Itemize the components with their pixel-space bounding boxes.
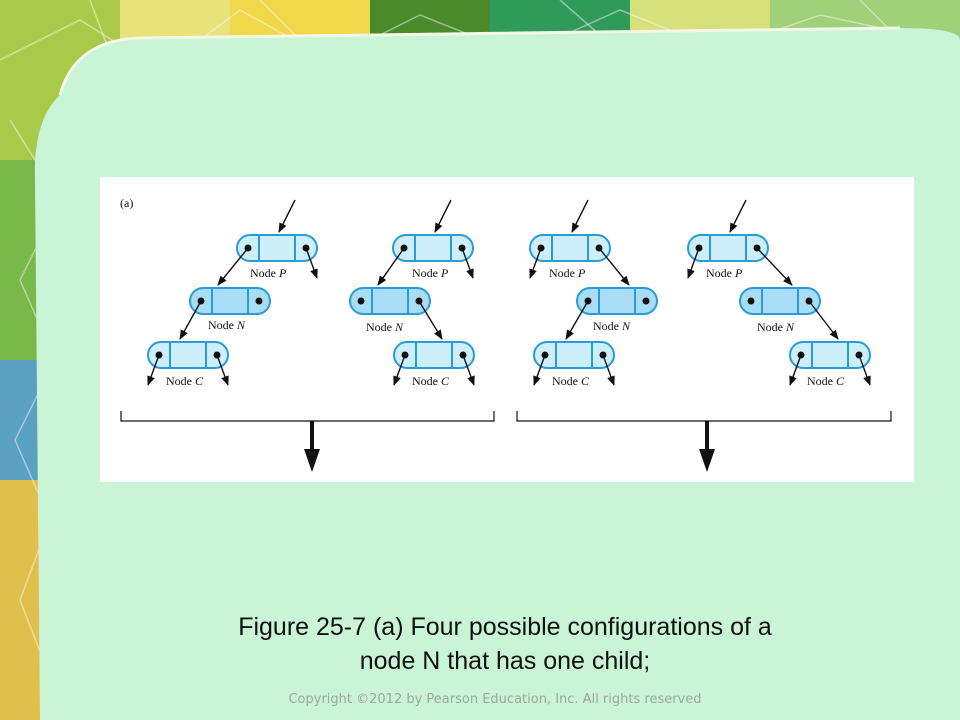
pointer-arrow (377, 247, 405, 286)
bracket-right (516, 411, 892, 422)
node-label-n: Node N (593, 319, 631, 333)
figure-caption-line-1: Figure 25-7 (a) Four possible configurat… (238, 613, 772, 641)
node-c (533, 341, 615, 369)
pointer-arrow (217, 247, 249, 286)
pointer-arrow (533, 354, 546, 386)
node-n (349, 287, 431, 315)
pointer-arrow (808, 300, 839, 340)
pointer-arrow (858, 354, 871, 386)
pointer-arrow (461, 247, 474, 279)
pointer-arrow (179, 300, 202, 340)
node-label-c: Node C (412, 374, 450, 388)
node-label-c: Node C (807, 374, 845, 388)
node-label-n: Node N (208, 318, 246, 332)
node-n (576, 287, 658, 315)
down-arrow-right (699, 421, 715, 472)
pointer-arrow (789, 354, 802, 386)
node-label-n: Node N (366, 320, 404, 334)
node-p (236, 234, 318, 262)
node-p (392, 234, 474, 262)
pointer-arrow (729, 199, 747, 233)
node-label-c: Node C (552, 374, 590, 388)
node-label-n: Node N (757, 320, 795, 334)
pointer-arrow (418, 300, 443, 340)
pointer-arrow (305, 247, 318, 279)
pointer-arrow (147, 354, 160, 386)
pointer-arrow (434, 199, 452, 233)
pointer-arrow (756, 247, 793, 286)
pointer-arrow (687, 247, 700, 279)
figure-image: (a) Node P Node N Node C Node P Node N Node C… (100, 177, 914, 482)
node-p (687, 234, 769, 262)
node-label-p: Node P (706, 266, 743, 280)
node-label-p: Node P (250, 266, 287, 280)
pointer-arrow (602, 354, 615, 386)
bracket-left (120, 411, 495, 422)
pointer-arrow (571, 199, 589, 233)
node-p (529, 234, 611, 262)
node-c (147, 341, 229, 369)
panel-label: (a) (120, 196, 133, 210)
tree-configurations-diagram: (a) Node P Node N Node C Node P Node N Node C… (120, 196, 892, 472)
pointer-arrow (278, 199, 296, 233)
node-n (189, 287, 271, 315)
node-c (393, 341, 475, 369)
down-arrow-left (304, 421, 320, 472)
pointer-arrow (462, 354, 475, 386)
pointer-arrow (216, 354, 229, 386)
pointer-arrow (529, 247, 542, 279)
node-n (739, 287, 821, 315)
node-label-p: Node P (412, 266, 449, 280)
node-label-c: Node C (166, 374, 204, 388)
pointer-arrow (393, 354, 406, 386)
node-c (789, 341, 871, 369)
figure-caption-line-2: node N that has one child; (359, 647, 651, 675)
copyright-notice: Copyright ©2012 by Pearson Education, In… (288, 692, 702, 707)
pointer-arrow (598, 247, 630, 286)
pointer-arrow (565, 300, 589, 340)
node-label-p: Node P (549, 266, 586, 280)
